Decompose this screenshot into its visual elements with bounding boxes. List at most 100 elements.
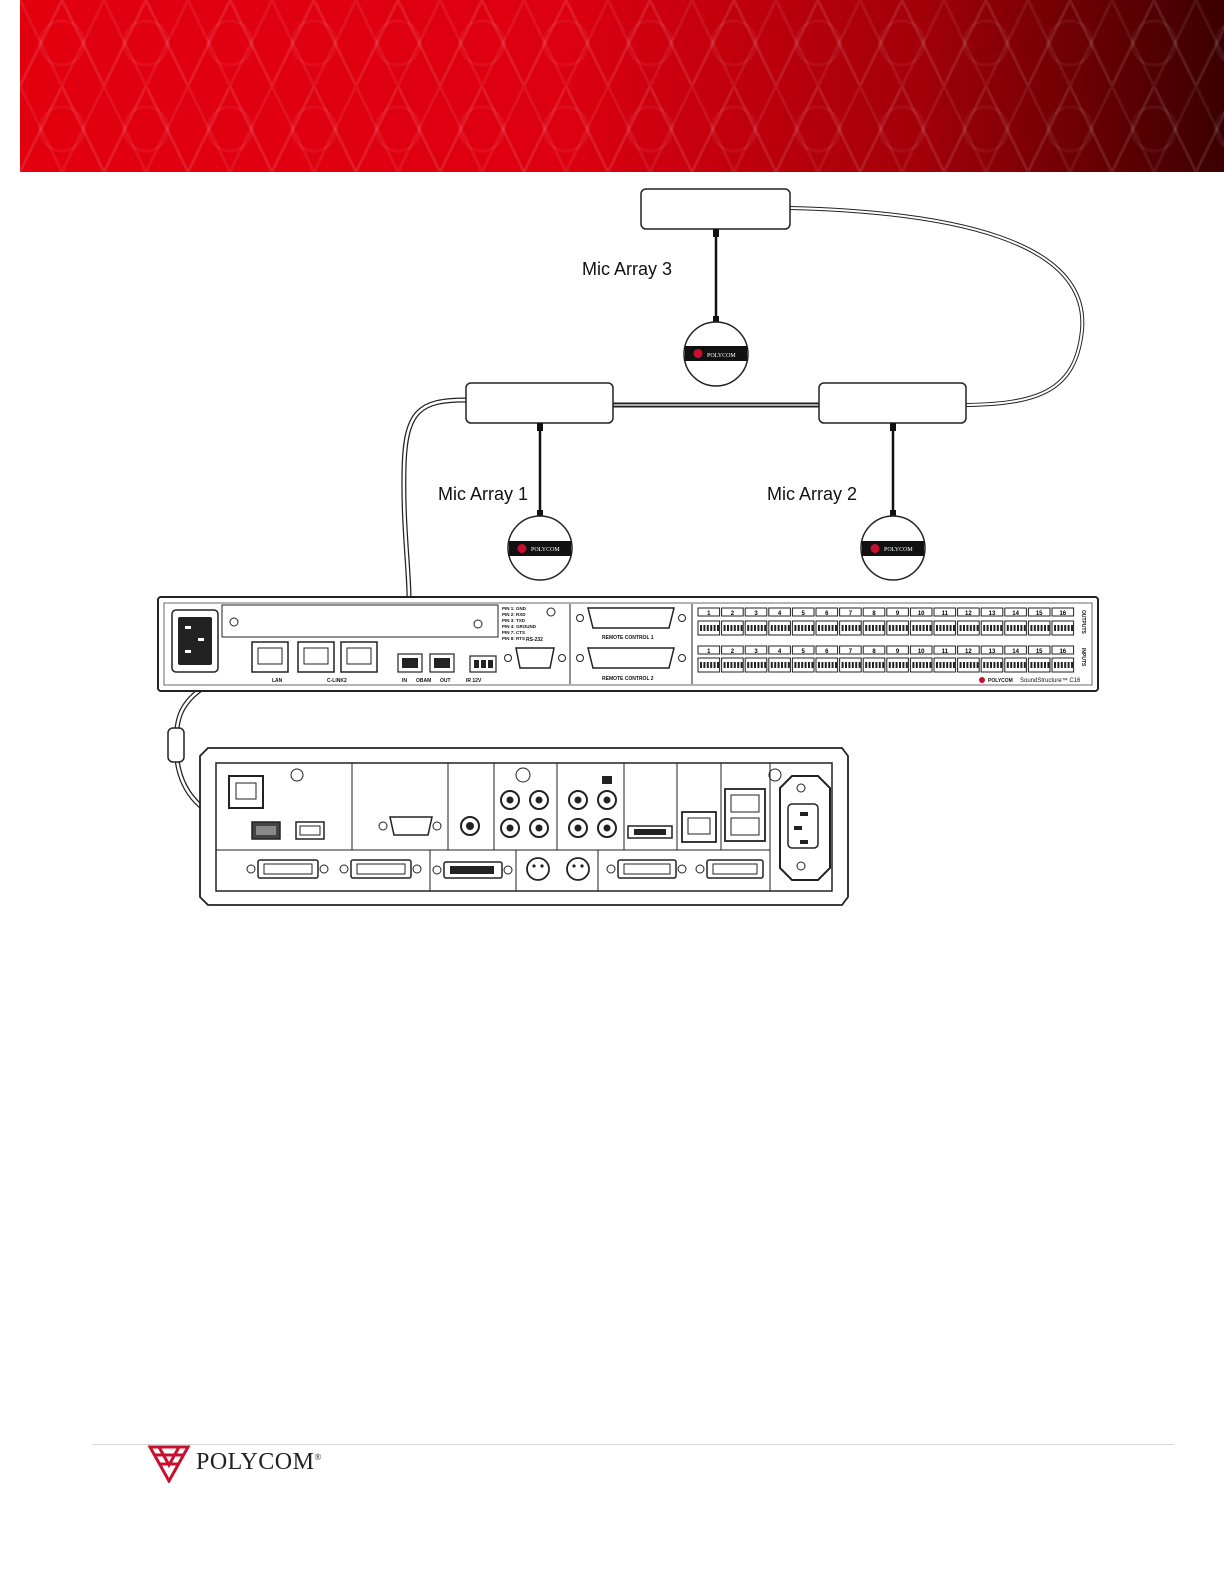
input-channel-15-terminal: [1027, 657, 1051, 673]
input-channel-5-header: [791, 645, 815, 655]
input-channel-11-pin: [949, 662, 952, 668]
input-channel-10-pin: [926, 662, 928, 668]
output-channel-15-pin: [1033, 625, 1036, 631]
soundstructure-c16-panel: LAN C-LINK2 IN OBAM OUT IR 12V PIN 1: GN…: [157, 596, 1099, 692]
output-channel-4-pin: [770, 625, 773, 631]
input-channel-8-pin: [882, 662, 885, 668]
input-channel-1-pin: [710, 662, 713, 668]
output-channel-8-pin: [878, 625, 881, 631]
input-channel-5-number: 5: [802, 649, 806, 655]
input-channel-9-pin: [892, 662, 895, 668]
output-channel-10-pin: [929, 625, 932, 631]
input-channel-10-pin: [919, 662, 922, 668]
output-channel-5-pin: [797, 625, 800, 631]
polycom-wordmark: POLYCOM®: [196, 1449, 322, 1475]
output-channel-14-pin: [1017, 625, 1019, 631]
output-channel-12-pin: [963, 625, 965, 631]
input-channel-1-header: [697, 645, 721, 655]
svg-text:PIN 3: TXD: PIN 3: TXD: [502, 618, 526, 623]
output-channel-4-pin: [781, 625, 783, 631]
output-channel-8-pin: [865, 625, 868, 631]
mic-array-2-label: Mic Array 2: [767, 484, 858, 504]
input-channel-8-number: 8: [872, 649, 876, 655]
input-channel-15-header: [1027, 645, 1051, 655]
output-channel-2-pin: [723, 625, 726, 631]
output-channel-5-pin: [808, 625, 810, 631]
rs232-port: [504, 647, 566, 669]
input-channel-2-pin: [737, 662, 740, 668]
output-channel-11-pin: [946, 625, 949, 631]
input-channel-12-pin: [969, 662, 972, 668]
input-channel-9-number: 9: [896, 649, 900, 655]
input-channel-14-pin: [1010, 662, 1013, 668]
cable-box3-to-box2: [789, 206, 1085, 407]
output-channel-15-pin: [1030, 625, 1033, 631]
output-channel-5-header: [791, 607, 815, 617]
input-channel-16-number: 16: [1059, 649, 1066, 655]
output-channel-4-number: 4: [778, 611, 782, 617]
input-channel-14-number: 14: [1012, 649, 1019, 655]
output-channel-2-pin: [740, 625, 743, 631]
output-channel-6-pin: [831, 625, 834, 631]
output-channel-11-number: 11: [942, 611, 949, 617]
output-channel-9-pin: [905, 625, 908, 631]
input-channel-10-header: [909, 645, 933, 655]
output-channel-14-pin: [1020, 625, 1023, 631]
input-channel-4-header: [768, 645, 791, 655]
input-channel-11-pin: [936, 662, 938, 668]
network-port-a: [681, 811, 717, 843]
output-channel-2-pin: [730, 625, 733, 631]
input-channel-8-header: [862, 645, 886, 655]
svg-text:PIN 1: GND: PIN 1: GND: [502, 606, 527, 611]
input-channel-6-pin: [828, 662, 831, 668]
svg-text:RS-232: RS-232: [526, 637, 543, 643]
output-channel-16-header: [1051, 607, 1075, 617]
svg-text:IN: IN: [402, 678, 407, 684]
output-channel-7-pin: [855, 625, 858, 631]
output-channel-3-pin: [764, 625, 767, 631]
output-channel-5-pin: [801, 625, 804, 631]
output-channel-1-pin: [710, 625, 713, 631]
input-channel-15-pin: [1044, 662, 1046, 668]
mic-pod-1: [507, 515, 573, 581]
input-channel-6-header: [815, 645, 839, 655]
svg-text:OBAM: OBAM: [416, 678, 431, 684]
svg-text:C-LINK2: C-LINK2: [327, 678, 347, 684]
input-channel-3-number: 3: [754, 649, 758, 655]
output-channel-2-pin: [727, 625, 729, 631]
input-channel-3-pin: [750, 662, 753, 668]
input-channel-9-pin: [902, 662, 905, 668]
input-channel-4-pin: [781, 662, 783, 668]
output-channel-8-number: 8: [872, 611, 876, 617]
output-channel-7-pin: [845, 625, 847, 631]
output-channel-9-number: 9: [896, 611, 900, 617]
input-channel-3-pin: [754, 662, 756, 668]
input-channel-15-pin: [1033, 662, 1036, 668]
output-channel-15-header: [1027, 607, 1051, 617]
mic-pod-3: [683, 321, 749, 387]
output-channel-7-pin: [841, 625, 844, 631]
output-channel-16-number: 16: [1059, 611, 1066, 617]
output-channel-3-pin: [747, 625, 750, 631]
input-channel-2-pin: [730, 662, 733, 668]
input-channel-11-pin: [946, 662, 949, 668]
input-channel-6-pin: [824, 662, 827, 668]
input-channel-14-pin: [1017, 662, 1019, 668]
input-channel-12-header: [957, 645, 980, 655]
input-channel-2-pin: [740, 662, 743, 668]
output-channel-11-pin: [936, 625, 938, 631]
dual-lan-port: [724, 788, 766, 842]
input-channel-7-pin: [855, 662, 858, 668]
input-channel-14-header: [1004, 645, 1027, 655]
input-channel-10-pin: [929, 662, 932, 668]
mic-pod-2: [860, 515, 926, 581]
output-channel-13-pin: [993, 625, 996, 631]
output-channel-6-pin: [824, 625, 827, 631]
input-channel-15-pin: [1040, 662, 1043, 668]
input-channel-16-pin: [1064, 662, 1067, 668]
input-channel-10-pin: [912, 662, 915, 668]
input-channel-11-pin: [953, 662, 955, 668]
codec-power-inlet: [779, 775, 831, 881]
input-channel-4-pin: [787, 662, 790, 668]
